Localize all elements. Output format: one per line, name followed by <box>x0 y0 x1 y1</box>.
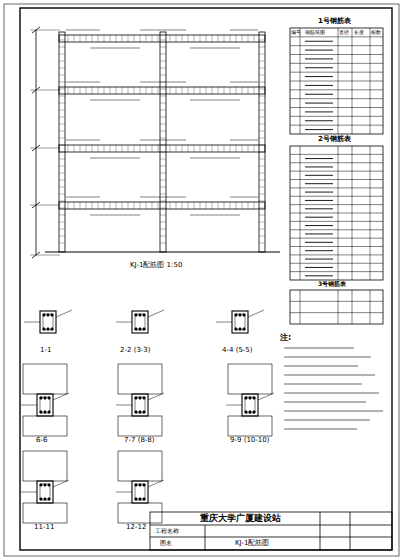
drawing-label: 工程名称 <box>155 528 179 534</box>
drawing-label: 7-7 (8-8) <box>124 437 155 444</box>
title-line <box>350 512 351 550</box>
drawing-label: 2号钢筋表 <box>318 136 351 143</box>
dimension-line <box>36 30 37 255</box>
table-header: 根数 <box>371 30 381 35</box>
rebar-table <box>290 146 383 280</box>
title-line <box>205 525 206 550</box>
table-header: 钢筋简图 <box>305 30 325 35</box>
table-header: 直径 <box>339 30 349 35</box>
frame-elevation <box>45 30 280 252</box>
title-block <box>150 512 392 550</box>
drawing-label: 9-9 (10-10) <box>230 437 269 444</box>
drawing-label: 图名 <box>160 540 172 546</box>
table-header: 长度 <box>354 30 364 35</box>
drawing-label: 12-12 <box>126 524 146 531</box>
table-grid <box>290 28 383 324</box>
title-line <box>150 537 392 538</box>
section-details <box>21 310 274 523</box>
drawing-label: 6-6 <box>36 437 47 444</box>
title-line <box>150 525 392 526</box>
drawing-label: 注: <box>280 334 291 342</box>
drawing-label: 1号钢筋表 <box>318 18 351 25</box>
drawing-label: 1-1 <box>40 347 51 354</box>
drawing-label: KJ-1配筋图 <box>235 540 269 547</box>
drawing-label: 11-11 <box>34 524 54 531</box>
table-header: 编号 <box>291 30 301 35</box>
drawing-label: KJ-1配筋图 1:50 <box>130 262 182 269</box>
title-text: 重庆大学广厦建设站 <box>200 514 281 523</box>
drawing-label: 3号钢筋表 <box>318 281 346 287</box>
dimension-ticks <box>30 27 60 258</box>
rebar-table <box>290 28 383 134</box>
title-line <box>320 512 321 550</box>
rebar-table <box>290 290 383 324</box>
drawing-label: 4-4 (5-5) <box>222 347 253 354</box>
note-lines <box>284 348 383 429</box>
frame-border <box>20 8 392 550</box>
drawing-label: 2-2 (3-3) <box>120 347 151 354</box>
sheet-border <box>4 4 399 556</box>
